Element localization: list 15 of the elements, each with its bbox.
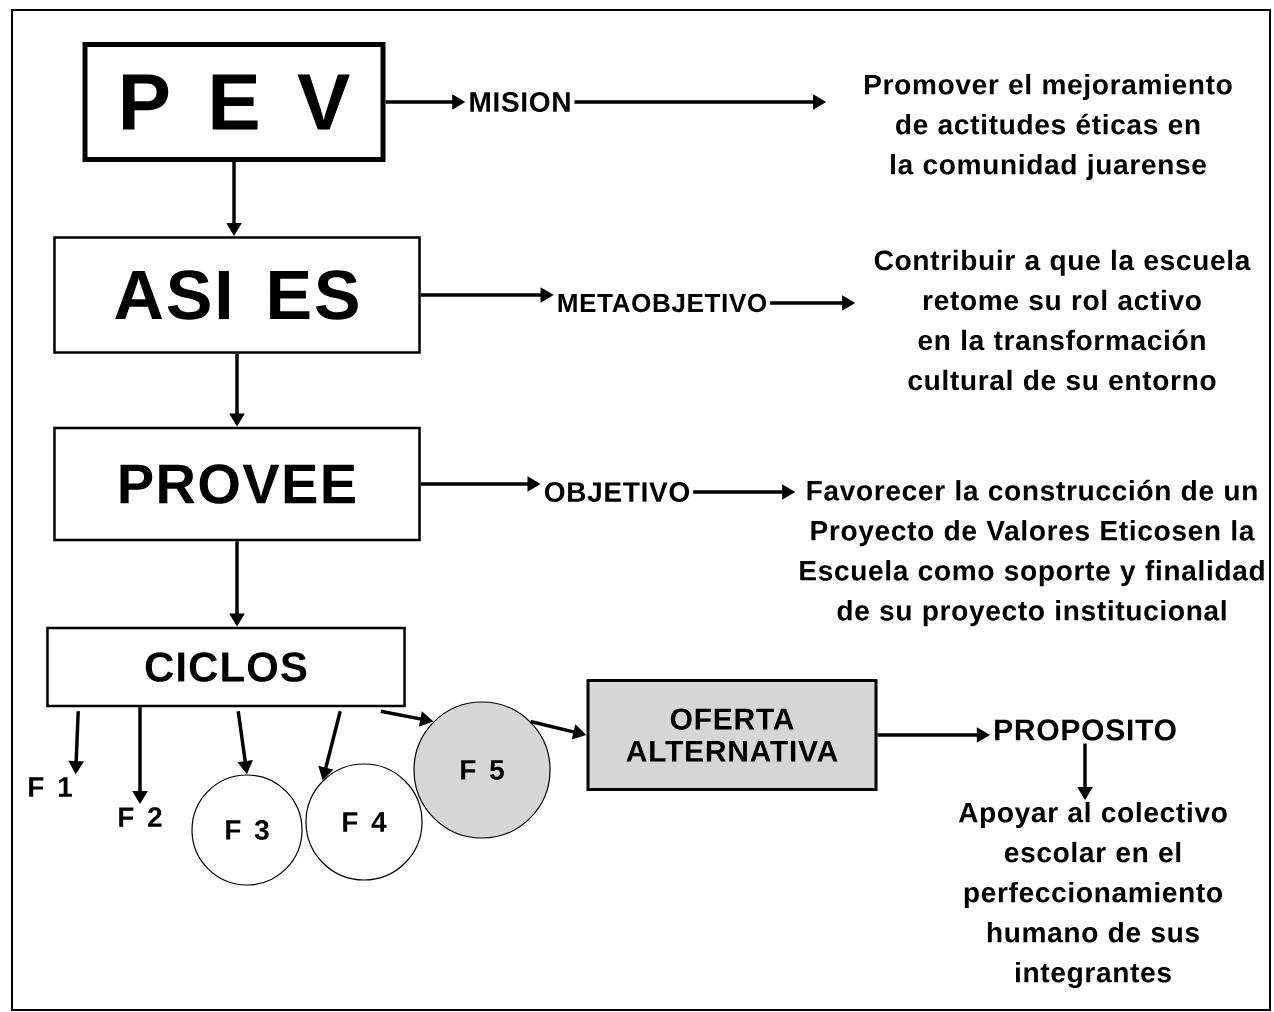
label-text: F 1	[29, 777, 72, 797]
description-text: Contribuir a que la escuela retome su rol activo en la transformación cultural de su entorno	[874, 249, 1251, 391]
process-box: ASI ES	[53, 236, 421, 354]
process-box: P E V	[82, 42, 386, 162]
description-text: Promover el mejoramiento de actitudes éticas en la comunidad juarense	[865, 73, 1232, 181]
process-box: PROVEE	[53, 426, 421, 542]
description-text: Favorecer la construcción de un Proyecto de Valores Eticosen la Escuela como soporte y finalidad de su proyecto institucional	[800, 479, 1264, 627]
label-text: METAOBJETIVO	[558, 293, 767, 313]
label-text: F 2	[119, 807, 162, 827]
label-text: OBJETIVO	[544, 482, 690, 502]
description-text: Apoyar al colectivo escolar en el perfeccionamiento humano de sus integrantes	[958, 801, 1227, 989]
process-box: OFERTA ALTERNATIVA	[586, 678, 878, 792]
process-box: CICLOS	[46, 626, 406, 708]
label-text: PROPOSITO	[995, 719, 1176, 741]
label-text: MISION	[470, 92, 570, 112]
